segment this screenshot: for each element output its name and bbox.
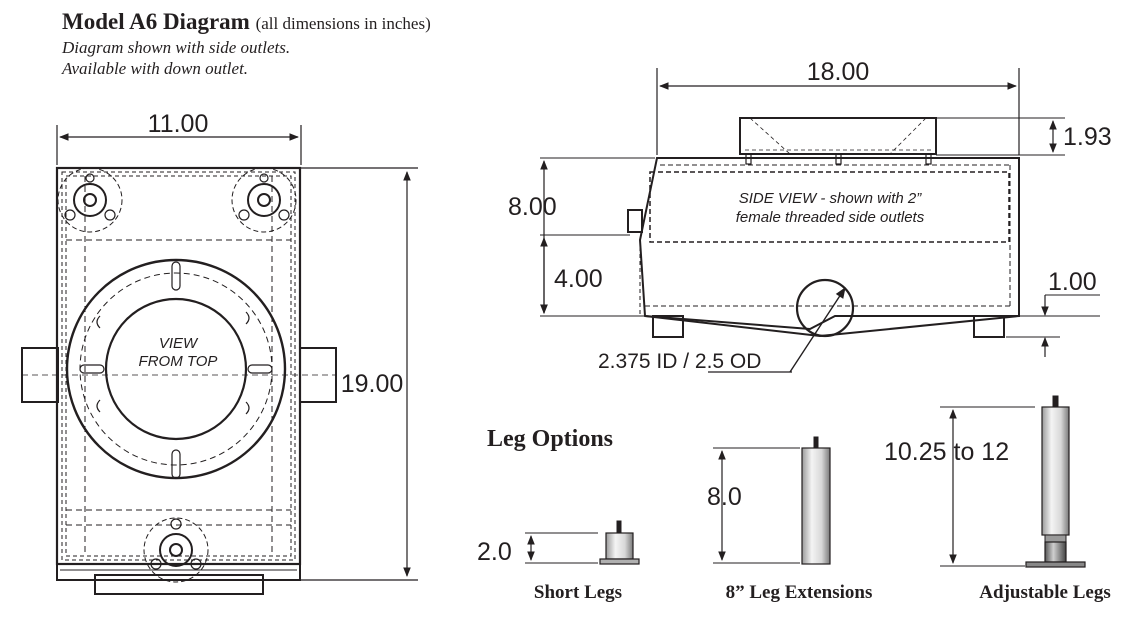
diagram-header: Model A6 Diagram (all dimensions in inch… bbox=[62, 8, 431, 79]
top-width-dimension: 11.00 bbox=[148, 110, 209, 138]
side-outlet-note: Diagram shown with side outlets. bbox=[62, 38, 291, 57]
top-view-label-line2: FROM TOP bbox=[139, 353, 218, 370]
short-leg-drawing bbox=[525, 520, 640, 565]
diagram-title: Model A6 Diagram (all dimensions in inch… bbox=[62, 8, 431, 37]
top-view-label-line1: VIEW bbox=[159, 335, 199, 352]
pipe-diameter-dimension: 2.375 ID / 2.5 OD bbox=[598, 350, 761, 373]
leg-height-dimension: 1.00 bbox=[1048, 268, 1097, 296]
side-view-note-line2: female threaded side outlets bbox=[736, 209, 925, 226]
adjustable-legs-label: Adjustable Legs bbox=[979, 582, 1110, 603]
leg-extension-drawing bbox=[713, 436, 831, 565]
adjustable-leg-drawing bbox=[940, 395, 1086, 568]
top-view bbox=[21, 125, 418, 595]
short-leg-dimension: 2.0 bbox=[477, 538, 512, 566]
diagram-title-text: Model A6 Diagram bbox=[62, 9, 250, 34]
lid-height-dimension: 1.93 bbox=[1063, 123, 1112, 151]
side-length-dimension: 18.00 bbox=[807, 58, 870, 86]
units-note: (all dimensions in inches) bbox=[255, 14, 431, 33]
short-legs-label: Short Legs bbox=[534, 582, 622, 603]
side-height-dimension: 8.00 bbox=[508, 193, 557, 221]
outlet-height-dimension: 4.00 bbox=[554, 265, 603, 293]
top-height-dimension: 19.00 bbox=[341, 370, 404, 398]
leg-options-title: Leg Options bbox=[487, 426, 613, 452]
side-view bbox=[540, 68, 1100, 373]
extension-dimension: 8.0 bbox=[707, 483, 742, 511]
adjustable-dimension: 10.25 to 12 bbox=[884, 438, 1009, 466]
side-view-note-line1: SIDE VIEW - shown with 2” bbox=[739, 190, 923, 207]
down-outlet-note: Available with down outlet. bbox=[62, 59, 249, 78]
leg-extensions-label: 8” Leg Extensions bbox=[726, 582, 873, 603]
